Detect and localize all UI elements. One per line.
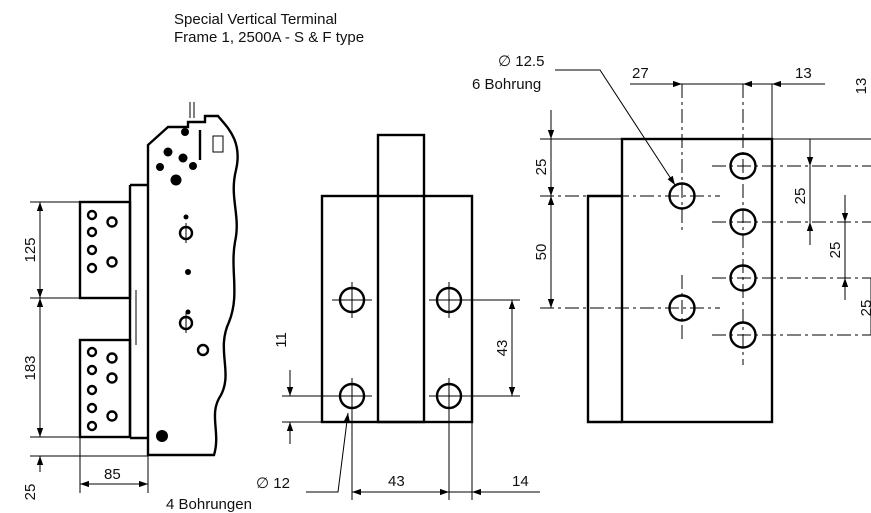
dim-label-11: 11 [273, 332, 290, 348]
right-view-side-flange [586, 194, 622, 424]
dim-label-25-bottom: 25 [22, 484, 39, 501]
dim-label-50: 50 [533, 244, 550, 261]
side-view-lower-holes [86, 346, 118, 432]
dim-label-14: 14 [512, 473, 529, 490]
dim-label-183: 183 [22, 355, 39, 380]
dim-label-25-b: 25 [827, 242, 844, 259]
dim-label-13-top: 13 [795, 65, 812, 82]
side-view-body-features [156, 128, 210, 442]
dim-label-43-horizontal: 43 [388, 473, 405, 490]
side-view-upper-holes [86, 209, 118, 274]
dim-label-125: 125 [22, 237, 39, 262]
side-view-slot [212, 135, 224, 153]
side-view-lower-terminal [78, 338, 132, 439]
dim-label-25-c: 25 [858, 300, 871, 317]
dim-label-25-left: 25 [533, 159, 550, 176]
dim-label-13-right: 13 [853, 78, 870, 95]
hole-callout-diameter-right: ∅ 12.5 [498, 53, 544, 70]
hole-callout-leader-right [555, 69, 676, 186]
dim-label-25-a: 25 [792, 188, 809, 205]
side-view-upper-terminal [78, 200, 132, 300]
front-view-center-bar [376, 133, 426, 424]
right-view: 27 13 13 25 50 25 25 25 ∅ 12.5 6 Bohrung [472, 53, 871, 424]
hole-callout-count-right: 6 Bohrung [472, 76, 541, 93]
dim-label-27: 27 [632, 65, 649, 82]
hole-callout-diameter: ∅ 12 [256, 475, 290, 492]
front-view: 11 43 43 14 ∅ 12 4 Bohrungen [166, 133, 540, 513]
front-view-holes [332, 282, 469, 414]
hole-callout-leader [306, 412, 350, 493]
dim-label-85: 85 [104, 466, 121, 483]
drawing-title-line-1: Special Vertical Terminal [174, 11, 338, 28]
drawing-title-line-2: Frame 1, 2500A - S & F type [174, 29, 365, 46]
side-view-body-outline [146, 114, 239, 457]
right-view-main-plate [620, 137, 774, 424]
dim-label-43-vertical: 43 [494, 340, 511, 357]
side-view: 125 183 85 25 [22, 102, 239, 501]
hole-callout-count: 4 Bohrungen [166, 496, 252, 513]
